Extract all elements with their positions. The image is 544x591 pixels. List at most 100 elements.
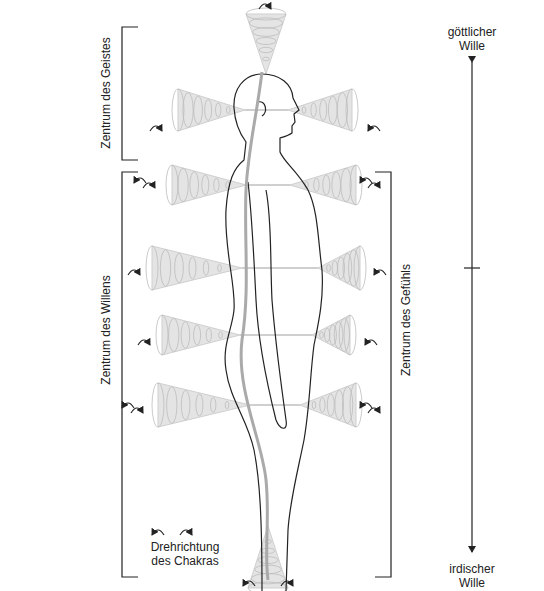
cone-ring bbox=[194, 325, 201, 345]
rotation-arrow bbox=[360, 403, 372, 408]
rotation-arrow bbox=[365, 340, 377, 345]
cone-ring bbox=[211, 398, 216, 413]
brackets bbox=[122, 27, 391, 577]
chakra-axis bbox=[246, 184, 290, 186]
cone-ring bbox=[342, 387, 352, 424]
cone-ring bbox=[205, 100, 212, 121]
rotation-arrow bbox=[131, 408, 143, 413]
cone-ring bbox=[214, 178, 219, 191]
cone-ring bbox=[320, 332, 324, 339]
cone-ring bbox=[349, 250, 359, 287]
cone-ring bbox=[334, 322, 343, 349]
chakra-axis bbox=[242, 267, 318, 269]
cone-ring bbox=[337, 93, 347, 128]
cone-ring bbox=[152, 383, 164, 427]
cone-ring bbox=[325, 328, 330, 341]
cone-ring bbox=[226, 107, 230, 114]
cone-ring bbox=[311, 103, 316, 117]
cone-ring bbox=[327, 264, 331, 271]
cone-ring bbox=[329, 325, 336, 345]
cone-ring bbox=[190, 172, 199, 199]
rotation-arrow bbox=[259, 4, 271, 9]
chakra-cone bbox=[318, 246, 366, 290]
chakra-cones bbox=[146, 8, 366, 591]
cone-ring bbox=[196, 394, 203, 416]
cone-ring bbox=[202, 175, 209, 195]
cone-ring bbox=[166, 165, 178, 205]
body-outline bbox=[225, 74, 322, 591]
rotation-arrow bbox=[134, 178, 146, 183]
axis-label: göttlicher Wille bbox=[437, 25, 507, 53]
rotation-arrow bbox=[368, 126, 380, 131]
cone-ring bbox=[160, 250, 170, 287]
cone-ring bbox=[302, 107, 306, 114]
cone-ring bbox=[194, 96, 203, 124]
rotation-arrow bbox=[368, 408, 380, 413]
chakra-cone bbox=[166, 165, 246, 205]
cone-ring bbox=[259, 47, 272, 52]
cone-ring bbox=[178, 168, 188, 201]
rotation-arrow bbox=[138, 340, 150, 345]
rotation-arrow bbox=[122, 403, 134, 408]
cone-ring bbox=[320, 398, 325, 413]
cone-ring bbox=[263, 57, 270, 61]
cone-ring bbox=[225, 401, 229, 408]
center-label: Zentrum des Geistes bbox=[99, 37, 113, 148]
chakra-axis bbox=[250, 404, 300, 406]
rotation-arrow bbox=[281, 581, 293, 586]
chakra-cone bbox=[156, 315, 240, 355]
cone-ring bbox=[175, 253, 184, 282]
cone-ring bbox=[189, 257, 196, 279]
cone-ring bbox=[253, 28, 280, 37]
rotation-arrow bbox=[368, 183, 380, 188]
cone-ring bbox=[350, 383, 362, 427]
center-label: Zentrum des Gefühls bbox=[399, 264, 413, 376]
cone-ring bbox=[314, 178, 319, 191]
cone-ring bbox=[256, 38, 276, 45]
cone-ring bbox=[248, 582, 288, 591]
cone-ring bbox=[332, 172, 341, 199]
cone-ring bbox=[181, 322, 190, 349]
cone-ring bbox=[172, 89, 184, 131]
cone-ring bbox=[328, 96, 337, 124]
chakra-cone bbox=[152, 383, 250, 427]
cone-body bbox=[246, 14, 286, 74]
energy-channel bbox=[241, 72, 268, 580]
cone-body bbox=[288, 89, 352, 131]
chakra-cone bbox=[290, 165, 362, 205]
cone-ring bbox=[335, 390, 344, 419]
chakra-cone bbox=[246, 8, 286, 74]
chakra-axis bbox=[240, 334, 312, 336]
cone-ring bbox=[167, 387, 177, 424]
cone-body bbox=[158, 383, 250, 427]
cone-ring bbox=[203, 261, 208, 276]
rotation-arrow bbox=[180, 530, 192, 535]
rotation-arrow bbox=[150, 126, 162, 131]
cone-ring bbox=[181, 390, 190, 419]
cone-ring bbox=[156, 315, 168, 355]
cone-ring bbox=[206, 328, 211, 341]
chakra-axis bbox=[245, 109, 288, 111]
center-label: Zentrum des Willens bbox=[99, 275, 113, 384]
cone-ring bbox=[249, 18, 282, 28]
cone-ring bbox=[341, 168, 351, 201]
cone-ring bbox=[183, 93, 193, 128]
cone-ring bbox=[169, 318, 179, 351]
cone-body bbox=[290, 165, 356, 205]
cone-ring bbox=[320, 100, 327, 121]
axis-label: irdischer Wille bbox=[437, 562, 507, 590]
cone-ring bbox=[219, 332, 223, 339]
cone-ring bbox=[350, 165, 362, 205]
cone-ring bbox=[344, 315, 356, 355]
cone-ring bbox=[323, 175, 330, 195]
cone-ring bbox=[218, 264, 222, 271]
rotation-arrows bbox=[122, 4, 386, 586]
cone-ring bbox=[354, 246, 366, 290]
cone-ring bbox=[216, 103, 221, 117]
will-axis bbox=[464, 62, 480, 552]
cone-ring bbox=[327, 394, 334, 416]
legend-note: Drehrichtung des Chakras bbox=[145, 540, 225, 568]
chakra-cone bbox=[146, 246, 242, 290]
rotation-arrow bbox=[243, 581, 255, 586]
